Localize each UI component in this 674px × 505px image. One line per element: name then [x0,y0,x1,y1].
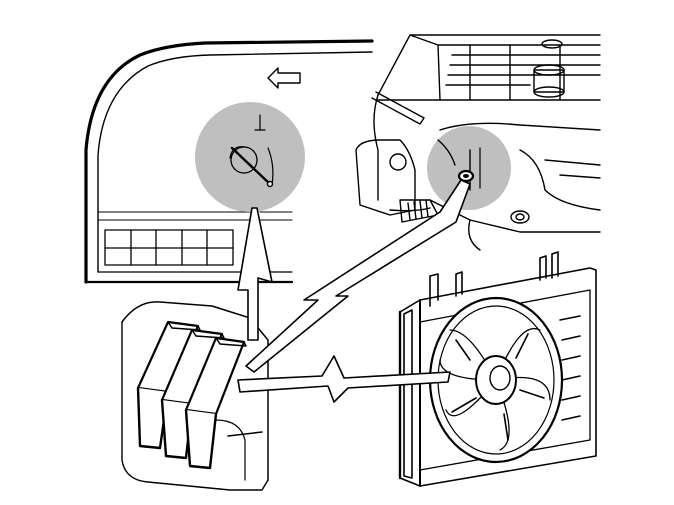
connector-lightning-1 [237,207,273,341]
connector-lightning-3 [237,355,451,403]
engine-highlight [427,126,511,210]
arrow-left-icon [267,67,301,89]
fuse-block [121,301,269,491]
fuse-grid [104,229,234,266]
engine-bay [355,34,601,251]
dashboard-panel [84,39,374,284]
dashboard-highlight [195,102,305,212]
connector-lightning-2 [245,179,471,373]
cooling-fan [398,251,597,487]
